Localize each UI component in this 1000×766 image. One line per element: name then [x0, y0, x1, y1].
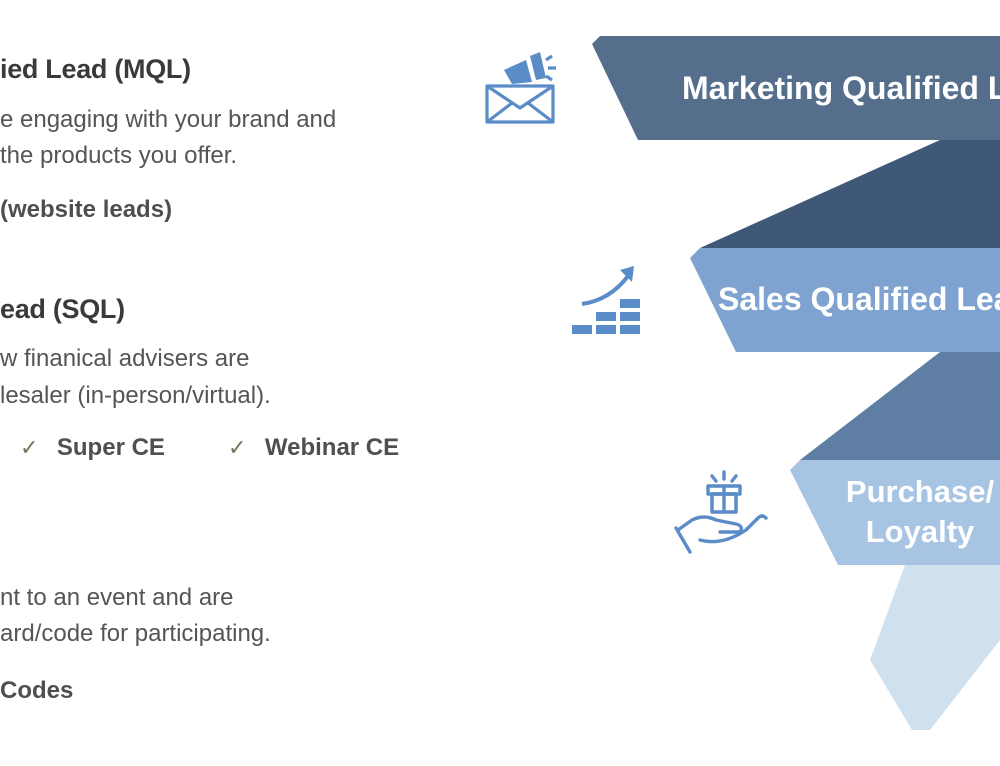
growth-chart-icon [572, 266, 640, 334]
mql-heading: ied Lead (MQL) [0, 54, 191, 84]
mql-description-line2: the products you offer. [0, 142, 238, 169]
third-tag: Codes [0, 677, 74, 704]
hand-gift-icon [674, 470, 768, 554]
funnel-connector-3 [870, 565, 1000, 730]
sql-description-line2: lesaler (in-person/virtual). [0, 382, 271, 409]
sql-item-label: Super CE [56, 434, 165, 461]
sql-heading: ead (SQL) [0, 294, 125, 324]
mql-tag: (website leads) [0, 196, 173, 223]
funnel-band-purchase-label-line2: Loyalty [866, 514, 975, 549]
funnel-band-mql [592, 36, 1000, 140]
funnel-band-purchase [790, 460, 1000, 565]
funnel-band-purchase-label-line1: Purchase/ [846, 474, 995, 509]
funnel-band-sql-label: Sales Qualified Lea [718, 281, 1000, 317]
checkmark-icon: ✓ [20, 435, 39, 460]
funnel-band-mql-label: Marketing Qualified L [682, 70, 1000, 106]
third-description-line1: nt to an event and are [0, 584, 234, 611]
third-description-line2: ard/code for participating. [0, 620, 271, 647]
checkmark-icon: ✓ [228, 435, 247, 460]
sql-item-label: Webinar CE [264, 434, 400, 461]
funnel-connector-1 [700, 140, 1000, 248]
email-megaphone-icon [485, 52, 556, 124]
sql-description-line1: w finanical advisers are [0, 345, 250, 372]
mql-description-line1: e engaging with your brand and [0, 106, 337, 133]
funnel-connector-2 [800, 352, 1000, 460]
sql-item-super-ce: ✓ Super CE [20, 434, 165, 462]
sql-item-webinar-ce: ✓ Webinar CE [228, 434, 399, 462]
funnel-band-sql [690, 248, 1000, 352]
third-heading-fragment: l [0, 528, 1, 549]
